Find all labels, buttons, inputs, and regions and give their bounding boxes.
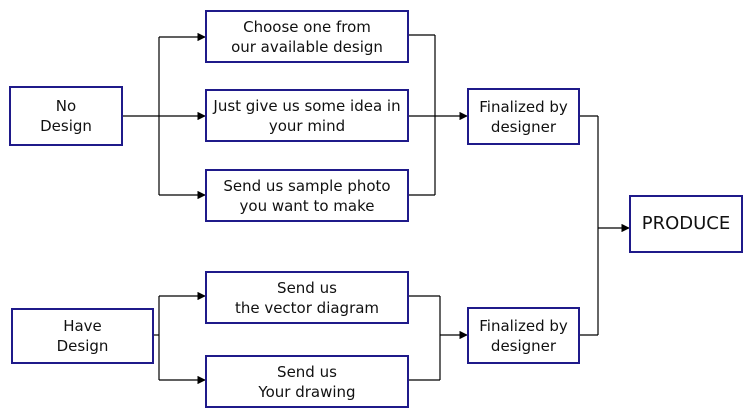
vector-diagram-label: Send us the vector diagram [234, 278, 380, 317]
have-design-label: Have Design [56, 317, 109, 355]
choose-design-box: Choose one from our available design [205, 10, 409, 63]
no-design-box: No Design [9, 86, 123, 146]
finalized-bottom-box: Finalized by designer [467, 307, 580, 364]
finalized-top-box: Finalized by designer [467, 88, 580, 145]
no-design-label: No Design [40, 97, 92, 135]
produce-label: PRODUCE [641, 213, 731, 234]
your-drawing-box: Send us Your drawing [205, 355, 409, 408]
give-idea-box: Just give us some idea in your mind [205, 89, 409, 142]
choose-design-label: Choose one from our available design [231, 17, 383, 56]
have-design-box: Have Design [11, 308, 154, 364]
vector-diagram-box: Send us the vector diagram [205, 271, 409, 324]
finalized-top-label: Finalized by designer [479, 97, 568, 136]
give-idea-label: Just give us some idea in your mind [213, 96, 401, 135]
sample-photo-label: Send us sample photo you want to make [223, 176, 391, 215]
sample-photo-box: Send us sample photo you want to make [205, 169, 409, 222]
finalized-bottom-label: Finalized by designer [479, 316, 568, 355]
produce-box: PRODUCE [629, 195, 743, 253]
your-drawing-label: Send us Your drawing [258, 362, 356, 401]
